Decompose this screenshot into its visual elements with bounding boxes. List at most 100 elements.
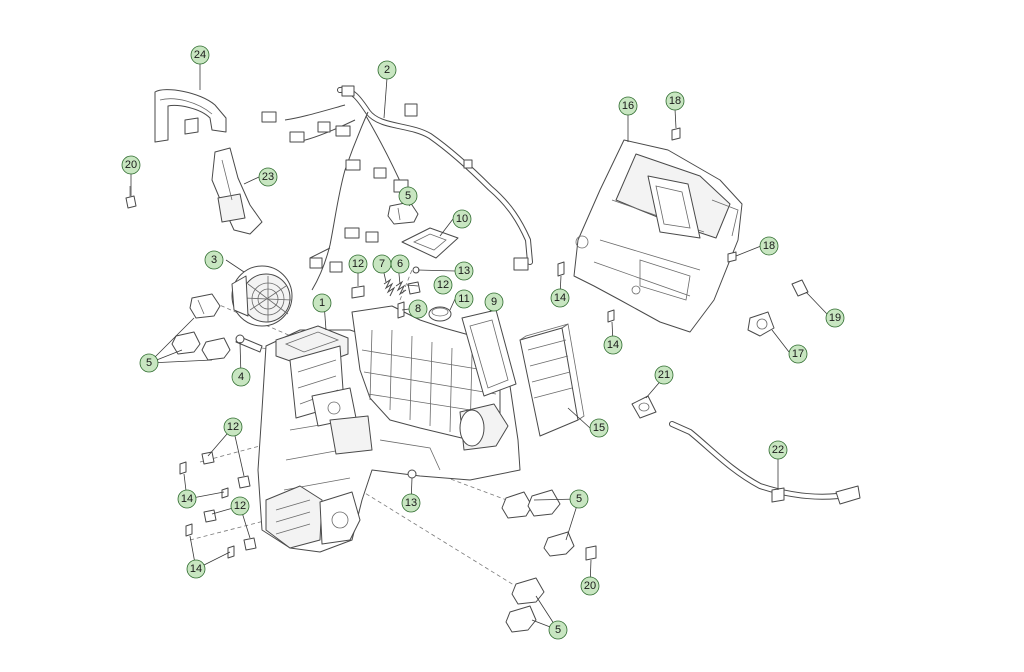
svg-text:22: 22 bbox=[772, 444, 784, 456]
drain-hose-22 bbox=[669, 421, 861, 505]
bolt-14-left-a bbox=[179, 461, 187, 475]
bolt-20-upper bbox=[125, 186, 137, 209]
svg-text:12: 12 bbox=[352, 258, 364, 270]
svg-text:18: 18 bbox=[669, 95, 681, 107]
callout-22: 22 bbox=[768, 440, 788, 460]
sensor-19 bbox=[791, 279, 809, 297]
callouts: 24 2 16 18 20 23 5 10 18 3 12 7 6 13 12 … bbox=[121, 45, 845, 640]
bolt-14-mid bbox=[607, 309, 615, 323]
callout-5-bottom: 5 bbox=[548, 620, 568, 640]
actuator-5-left-c bbox=[201, 337, 231, 361]
spring-7 bbox=[383, 278, 396, 297]
callout-21: 21 bbox=[654, 365, 674, 385]
screw-18-lower bbox=[727, 251, 737, 263]
svg-text:5: 5 bbox=[555, 624, 561, 636]
cabin-filter bbox=[519, 323, 585, 437]
svg-text:20: 20 bbox=[584, 580, 596, 592]
callout-20-lower: 20 bbox=[580, 576, 600, 596]
svg-text:12: 12 bbox=[227, 421, 239, 433]
clip-12-left-b bbox=[237, 475, 251, 489]
callout-4: 4 bbox=[231, 367, 251, 387]
actuator-5-upper bbox=[387, 201, 419, 225]
hvac-housing bbox=[257, 305, 521, 553]
bolt-14-left-d bbox=[227, 545, 235, 559]
callout-24: 24 bbox=[190, 45, 210, 65]
callout-14-left-upper: 14 bbox=[177, 489, 197, 509]
svg-text:14: 14 bbox=[554, 292, 566, 304]
svg-text:4: 4 bbox=[238, 371, 244, 383]
svg-text:14: 14 bbox=[181, 493, 193, 505]
svg-text:10: 10 bbox=[456, 213, 468, 225]
svg-text:15: 15 bbox=[593, 422, 605, 434]
callout-18-lower: 18 bbox=[759, 236, 779, 256]
actuator-5-bottom-a bbox=[511, 577, 545, 605]
callout-23: 23 bbox=[258, 167, 278, 187]
clip-12-left-d bbox=[243, 537, 257, 551]
clip-12-upper bbox=[351, 285, 365, 299]
actuator-5-left-a bbox=[189, 293, 221, 319]
grommet-21 bbox=[631, 395, 657, 419]
pin-8 bbox=[397, 301, 405, 319]
callout-12-left-lower: 12 bbox=[230, 496, 250, 516]
callout-8: 8 bbox=[408, 299, 428, 319]
gasket-10 bbox=[401, 227, 459, 259]
callout-14-upper: 14 bbox=[550, 288, 570, 308]
svg-text:5: 5 bbox=[146, 357, 152, 369]
clip-12-left-a bbox=[201, 451, 215, 465]
callout-19: 19 bbox=[825, 308, 845, 328]
svg-text:5: 5 bbox=[576, 493, 582, 505]
actuator-17 bbox=[747, 311, 775, 337]
callout-15: 15 bbox=[589, 418, 609, 438]
actuator-5-lower-a bbox=[501, 491, 533, 519]
actuator-5-left-b bbox=[171, 331, 201, 355]
svg-text:16: 16 bbox=[622, 100, 634, 112]
spring-6 bbox=[395, 280, 407, 296]
callout-10: 10 bbox=[452, 209, 472, 229]
svg-text:12: 12 bbox=[437, 279, 449, 291]
svg-text:11: 11 bbox=[458, 293, 469, 305]
air-duct-23 bbox=[211, 147, 263, 235]
callout-17: 17 bbox=[788, 344, 808, 364]
callout-2: 2 bbox=[377, 60, 397, 80]
svg-text:14: 14 bbox=[607, 339, 619, 351]
filter-frame-9 bbox=[461, 309, 517, 397]
sensor-4 bbox=[235, 334, 263, 353]
svg-text:1: 1 bbox=[319, 297, 325, 309]
wiring-harness bbox=[261, 85, 533, 291]
screw-18-upper bbox=[671, 127, 681, 141]
screw-13-lower bbox=[407, 469, 417, 479]
bolt-14-left-c bbox=[185, 523, 193, 537]
callout-18-upper: 18 bbox=[665, 91, 685, 111]
callout-5-upper: 5 bbox=[398, 186, 418, 206]
callout-12-left-upper: 12 bbox=[223, 417, 243, 437]
callout-20-upper: 20 bbox=[121, 155, 141, 175]
svg-text:21: 21 bbox=[658, 369, 670, 381]
svg-text:9: 9 bbox=[491, 296, 497, 308]
callout-14-mid: 14 bbox=[603, 335, 623, 355]
rear-floor-duct bbox=[154, 89, 227, 143]
clip-12-mid bbox=[407, 281, 421, 295]
callout-1: 1 bbox=[312, 293, 332, 313]
blower-motor bbox=[231, 265, 293, 327]
svg-text:13: 13 bbox=[405, 497, 417, 509]
bolt-14-left-b bbox=[221, 487, 229, 499]
leader-lines bbox=[130, 63, 828, 631]
callout-6: 6 bbox=[390, 254, 410, 274]
actuator-5-bottom-b bbox=[505, 605, 537, 633]
callout-7: 7 bbox=[372, 254, 392, 274]
svg-text:7: 7 bbox=[379, 258, 385, 270]
svg-text:5: 5 bbox=[405, 190, 411, 202]
svg-text:23: 23 bbox=[262, 171, 274, 183]
callout-5-left: 5 bbox=[139, 353, 159, 373]
svg-text:24: 24 bbox=[194, 49, 206, 61]
bolt-14-upper bbox=[557, 261, 565, 277]
svg-text:2: 2 bbox=[384, 64, 390, 76]
svg-text:6: 6 bbox=[397, 258, 403, 270]
actuator-5-lower-b bbox=[527, 489, 561, 517]
callout-12-mid: 12 bbox=[433, 275, 453, 295]
actuator-5-lower-c bbox=[543, 531, 575, 557]
svg-text:19: 19 bbox=[829, 312, 841, 324]
callout-9: 9 bbox=[484, 292, 504, 312]
svg-text:18: 18 bbox=[763, 240, 775, 252]
